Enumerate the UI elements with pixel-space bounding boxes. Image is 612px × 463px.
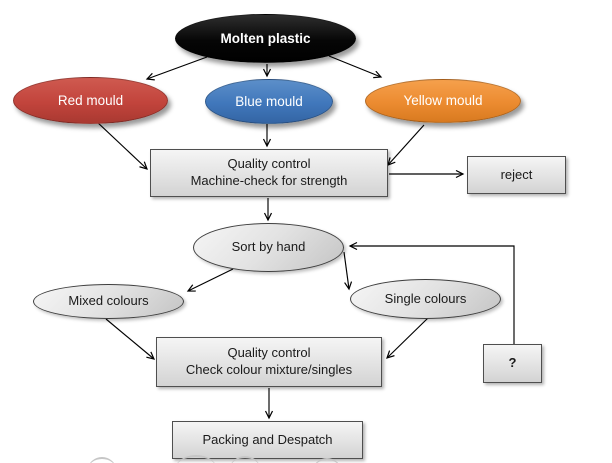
cropped-shape-fragment — [88, 457, 116, 463]
node-question-mark: ? — [483, 344, 542, 383]
node-reject: reject — [467, 156, 566, 194]
node-single-colours: Single colours — [350, 279, 501, 319]
node-mixed-colours: Mixed colours — [33, 284, 184, 319]
cropped-shape-fragment — [313, 458, 341, 463]
node-quality-control-colour: Quality control Check colour mixture/sin… — [156, 337, 382, 387]
node-label: ? — [508, 355, 517, 371]
node-label: Mixed colours — [68, 293, 149, 309]
node-label: Single colours — [384, 290, 467, 306]
node-label: reject — [500, 166, 533, 182]
node-label: Red mould — [57, 92, 124, 108]
node-label: Molten plastic — [220, 30, 311, 46]
node-molten-plastic: Molten plastic — [175, 14, 356, 63]
node-blue-mould: Blue mould — [205, 79, 333, 124]
cropped-shape-fragment — [176, 455, 216, 463]
node-red-mould: Red mould — [13, 77, 168, 124]
node-label: Packing and Despatch — [202, 431, 333, 447]
node-label-line2: Check colour mixture/singles — [185, 362, 353, 377]
node-label-line2: Machine-check for strength — [190, 173, 348, 188]
node-label: Blue mould — [235, 93, 303, 109]
node-quality-control-strength: Quality control Machine-check for streng… — [150, 149, 388, 197]
node-label: Sort by hand — [231, 239, 306, 255]
cropped-shape-fragment — [230, 456, 260, 463]
node-packing-and-despatch: Packing and Despatch — [172, 421, 363, 459]
node-yellow-mould: Yellow mould — [365, 79, 521, 123]
node-sort-by-hand: Sort by hand — [193, 223, 344, 272]
node-label: Yellow mould — [403, 93, 483, 109]
node-label-line1: Quality control — [227, 156, 311, 172]
node-label-line1: Quality control — [227, 345, 311, 361]
